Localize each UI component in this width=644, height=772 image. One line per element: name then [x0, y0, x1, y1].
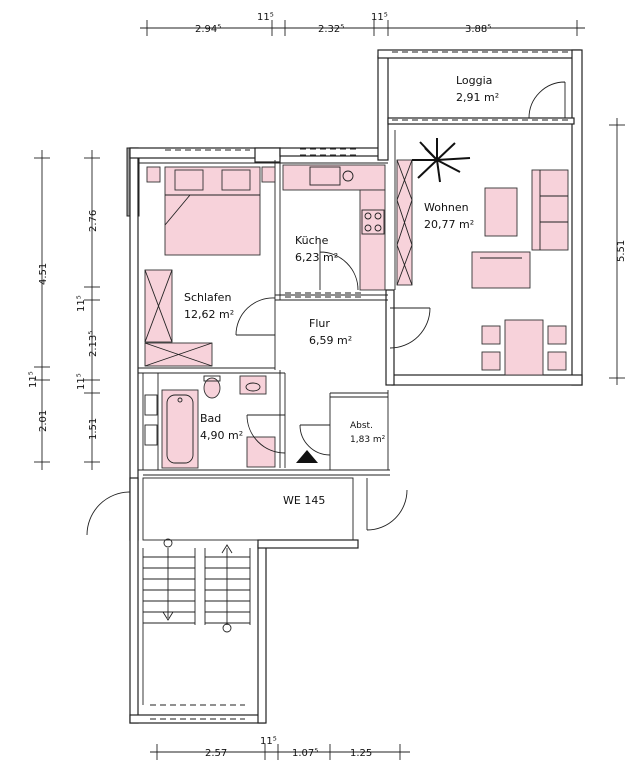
- wohnen-area: 20,77 m²: [424, 218, 474, 231]
- dim-left-outer-1: 4.51: [38, 263, 49, 285]
- dim-top-2: 11⁵: [257, 12, 274, 23]
- door-loggia: [528, 81, 566, 119]
- dim-bottom-2: 11⁵: [260, 736, 277, 747]
- door-kitchen: [319, 240, 359, 291]
- door-entrance-left: [86, 491, 131, 536]
- dim-bottom-4: 1.25: [350, 748, 372, 759]
- door-bedroom: [235, 297, 276, 336]
- dimensions-bottom: 2.57 11⁵ 1.07⁵ 1.25: [150, 736, 410, 760]
- dim-left-inner-4: 11⁵: [76, 373, 87, 390]
- bad-area: 4,90 m²: [200, 429, 243, 442]
- sink: [309, 166, 341, 186]
- kueche-name: Küche: [295, 234, 329, 247]
- dim-bottom-3: 1.07⁵: [292, 748, 318, 759]
- dim-left-inner-5: 1.51: [88, 418, 99, 440]
- schlafen-name: Schlafen: [184, 291, 231, 304]
- dim-left-inner-1: 2.76: [88, 210, 99, 232]
- dim-top-3: 2.32⁵: [318, 24, 344, 35]
- walls: [126, 49, 583, 724]
- dimensions-right: 5.51: [609, 118, 627, 385]
- loggia-area: 2,91 m²: [456, 91, 499, 104]
- toilet: [203, 377, 221, 399]
- plant-icon: [412, 138, 471, 183]
- loggia-name: Loggia: [456, 74, 492, 87]
- bad-name: Bad: [200, 412, 221, 425]
- furniture: [144, 138, 569, 469]
- dim-right-1: 5.51: [616, 240, 627, 262]
- dim-bottom-1: 2.57: [205, 748, 227, 759]
- sofa: [531, 169, 569, 251]
- flur-name: Flur: [309, 317, 330, 330]
- dimensions-left: 4.51 11⁵ 2.01 2.76 11⁵ 2.13⁵ 11⁵ 1.51: [28, 150, 100, 470]
- chair-3: [547, 325, 567, 345]
- kueche-area: 6,23 m²: [295, 251, 338, 264]
- entrance-marker: [296, 450, 318, 463]
- dim-left-outer-2: 11⁵: [28, 371, 39, 388]
- sink-bowl: [342, 170, 354, 182]
- schlafen-area: 12,62 m²: [184, 308, 234, 321]
- dim-top-4: 11⁵: [371, 12, 388, 23]
- dimensions-top: 2.94⁵ 11⁵ 2.32⁵ 11⁵ 3.88⁵: [140, 12, 585, 36]
- door-entrance-right: [366, 478, 408, 531]
- room-labels: Loggia 2,91 m² Wohnen 20,77 m² Küche 6,2…: [184, 74, 499, 507]
- bath-cabinet: [246, 436, 276, 468]
- dim-left-outer-3: 2.01: [38, 410, 49, 432]
- dim-left-inner-2: 11⁵: [76, 295, 87, 312]
- abst-name: Abst.: [350, 421, 373, 431]
- pillow-right: [221, 169, 251, 191]
- nightstand-left: [146, 166, 161, 183]
- kitchen-counter-right: [359, 189, 386, 291]
- door-storage: [299, 424, 331, 456]
- dim-left-inner-3: 2.13⁵: [88, 331, 99, 357]
- washbasin: [239, 375, 267, 395]
- chair-1: [481, 325, 501, 345]
- wohnen-name: Wohnen: [424, 201, 469, 214]
- windows: [150, 51, 570, 720]
- door-living: [389, 307, 431, 349]
- flur-area: 6,59 m²: [309, 334, 352, 347]
- nightstand-right: [261, 166, 276, 183]
- armchair: [471, 251, 531, 289]
- unit-label: WE 145: [283, 494, 325, 507]
- stove: [361, 209, 385, 235]
- dim-top-1: 2.94⁵: [195, 24, 221, 35]
- bathtub: [161, 389, 199, 469]
- pillow-left: [174, 169, 204, 191]
- doors: [86, 81, 566, 536]
- staircase: [142, 538, 251, 705]
- dim-top-5: 3.88⁵: [465, 24, 491, 35]
- chair-2: [481, 351, 501, 371]
- abst-area: 1,83 m²: [350, 435, 386, 445]
- door-bath: [246, 414, 286, 454]
- kitchen-counter-top: [282, 164, 386, 191]
- coffee-table: [484, 187, 518, 237]
- chair-4: [547, 351, 567, 371]
- dining-table: [504, 319, 544, 376]
